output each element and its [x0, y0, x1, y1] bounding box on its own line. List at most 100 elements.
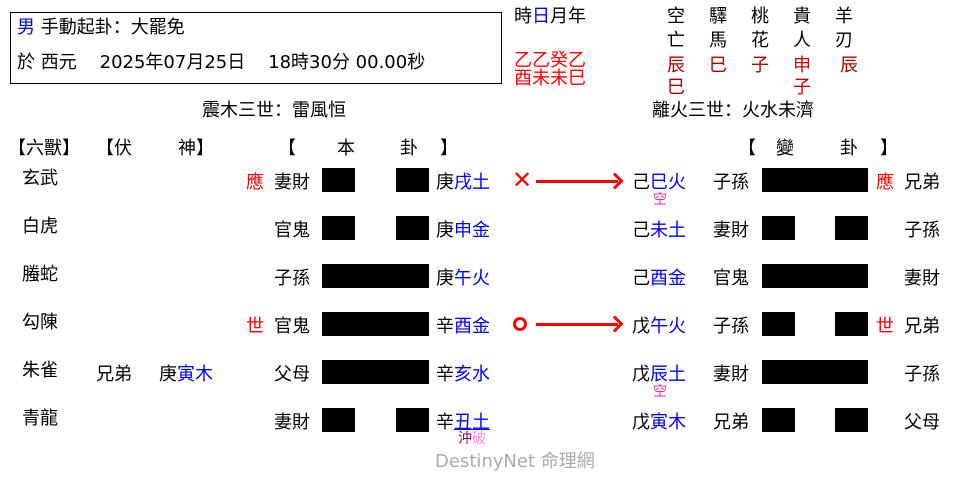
beast-1: 玄武	[22, 168, 58, 189]
moving-yin-x-icon: ✕	[512, 166, 533, 194]
c-stem-5: 戊	[632, 364, 650, 385]
pillar-day: 日	[532, 6, 550, 27]
header-changed-close: 】	[880, 138, 898, 159]
header-six-beasts: 【六獸】	[8, 138, 80, 159]
stem-2: 庚	[436, 220, 454, 241]
shensha-guiren-1: 貴	[793, 6, 811, 27]
shensha-guiren-v1: 申	[793, 55, 811, 76]
pillar-stems: 乙乙癸乙	[514, 50, 586, 71]
c-najia-2: 己未土	[632, 222, 686, 240]
shensha-taohua-1: 桃	[751, 6, 769, 27]
c-yin-left-2	[762, 216, 795, 240]
header-changed-c2: 卦	[840, 138, 858, 159]
header-hidden-close: 神】	[178, 138, 214, 159]
header-main-c1: 本	[337, 138, 355, 159]
watermark: DestinyNet 命理網	[435, 451, 595, 472]
c-right-5: 子孫	[904, 364, 940, 385]
header-changed-c1: 變	[776, 138, 794, 159]
datetime-line: 於 西元 2025年07月25日 18時30分 00.00秒	[17, 54, 425, 72]
stem-3: 庚	[436, 268, 454, 289]
c-yang-line-5	[762, 360, 868, 384]
yin-line-left-6	[322, 408, 355, 432]
hidden-najia-5: 庚寅木	[159, 366, 213, 384]
najia-1: 庚戌土	[436, 174, 490, 192]
shensha-taohua-2: 花	[751, 30, 769, 51]
beast-3: 螣蛇	[22, 264, 58, 285]
branch-4: 酉金	[454, 316, 490, 337]
header-main-close: 】	[440, 138, 458, 159]
header-changed-open: 【	[738, 138, 756, 159]
yang-line-3	[322, 264, 429, 288]
c-stem-1: 己	[632, 172, 650, 193]
c-yang-line-1	[762, 168, 868, 192]
c-relation-5: 妻財	[713, 364, 749, 385]
relation-4: 官鬼	[274, 316, 310, 337]
yin-line-left-1	[322, 168, 355, 192]
c-relation-4: 子孫	[713, 316, 749, 337]
time-value: 18時30分 00.00秒	[268, 52, 426, 73]
branch-2: 申金	[454, 220, 490, 241]
arrow-head-icon	[606, 315, 624, 333]
shensha-kongwang-v2: 巳	[667, 77, 685, 98]
stem-5: 辛	[436, 364, 454, 385]
shensha-yima-1: 驛	[709, 6, 727, 27]
c-yang-line-3	[762, 264, 868, 288]
c-right-2: 子孫	[904, 220, 940, 241]
stem-1: 庚	[436, 172, 454, 193]
marker-shi: 世	[246, 316, 264, 337]
relation-1: 妻財	[274, 172, 310, 193]
header-hidden-open: 【伏	[96, 138, 132, 159]
relation-5: 父母	[274, 364, 310, 385]
c-yin-right-2	[835, 216, 868, 240]
c-marker-shi: 世	[876, 316, 894, 337]
moving-yang-o-icon	[513, 317, 527, 331]
najia-6: 辛丑土	[436, 414, 490, 432]
c-right-1: 兄弟	[904, 172, 940, 193]
shensha-yangren-2: 刃	[835, 30, 853, 51]
pillar-year: 年	[568, 6, 586, 27]
c-yin-right-4	[835, 312, 868, 336]
yang-line-4	[322, 312, 429, 336]
marker-ying: 應	[246, 172, 264, 193]
pillar-month: 月	[550, 6, 568, 27]
stem-6: 辛	[436, 412, 454, 433]
clash-note: 沖	[458, 431, 472, 447]
najia-3: 庚午火	[436, 270, 490, 288]
branch-5: 亥水	[454, 364, 490, 385]
c-relation-3: 官鬼	[713, 268, 749, 289]
c-najia-6: 戊寅木	[632, 414, 686, 432]
date-value: 2025年07月25日	[99, 52, 246, 73]
shensha-yima-2: 馬	[709, 30, 727, 51]
shensha-taohua-v1: 子	[751, 55, 769, 76]
shensha-yangren-v1: 辰	[840, 55, 858, 76]
najia-4: 辛酉金	[436, 318, 490, 336]
main-hexagram-title: 震木三世：雷風恒	[202, 100, 346, 121]
c-stem-2: 己	[632, 220, 650, 241]
yang-line-5	[322, 360, 429, 384]
beast-2: 白虎	[22, 216, 58, 237]
break-note: 破	[472, 431, 486, 447]
yin-line-right-2	[396, 216, 429, 240]
c-branch-4: 午火	[650, 316, 686, 337]
c-yin-left-4	[762, 312, 795, 336]
c-branch-6: 寅木	[650, 412, 686, 433]
pillar-hour: 時	[514, 6, 532, 27]
c-branch-3: 酉金	[650, 268, 686, 289]
c-yin-left-6	[762, 408, 795, 432]
c-right-4: 兄弟	[904, 316, 940, 337]
info-box	[10, 12, 502, 84]
c-relation-6: 兄弟	[713, 412, 749, 433]
method-label: 手動起卦：大罷免	[40, 17, 185, 38]
change-arrow-4	[536, 323, 618, 326]
date-prefix: 於 西元	[17, 52, 77, 73]
c-right-6: 父母	[904, 412, 940, 433]
c-marker-ying: 應	[876, 172, 894, 193]
void-note-1: 空	[653, 192, 667, 208]
c-branch-2: 未土	[650, 220, 686, 241]
shensha-yima-v1: 巳	[709, 55, 727, 76]
najia-2: 庚申金	[436, 222, 490, 240]
shensha-kongwang-v1: 辰	[667, 55, 685, 76]
c-najia-4: 戊午火	[632, 318, 686, 336]
c-stem-3: 己	[632, 268, 650, 289]
c-stem-4: 戊	[632, 316, 650, 337]
